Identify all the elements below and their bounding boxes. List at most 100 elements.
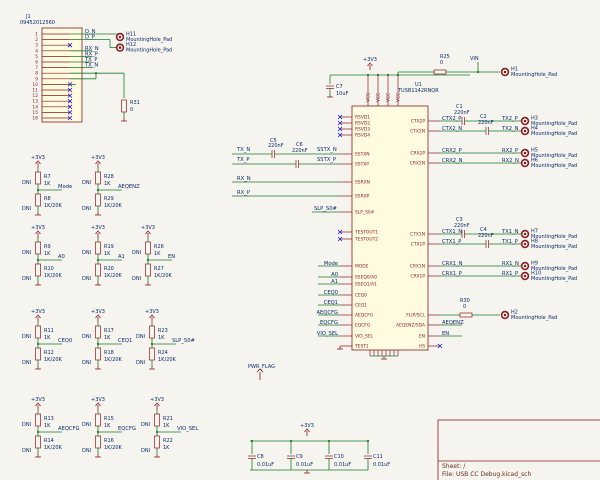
mounting-hole-center [523,129,527,133]
connector-pin-number: 5 [35,54,38,60]
net-label: CEQ0 [324,290,338,296]
ic-pin-name: SSRXP [355,194,370,200]
resistor-ref: R22 [163,438,173,444]
pad-ref: H6 [531,158,538,164]
pad-value: MountingHole_Pad [531,163,577,169]
resistor-body [154,413,160,427]
capacitor-ref: C5 [270,138,277,144]
ic-pin-name: EN [419,334,425,340]
resistor-value: 1K [163,423,170,429]
net-label: D_P [85,35,95,41]
resistor-body [149,347,155,361]
dni-label: DNI [82,180,91,186]
ic-value: TUSB1142RNQR [397,88,439,94]
resistor-value: 0 [440,60,443,66]
connector-pin-number: 9 [35,76,38,82]
ic-pin-name: EQCFG [355,323,371,329]
net-label: CTX2_P [442,116,461,122]
power-symbol [145,230,151,235]
power-label-3v3: +3V3 [150,397,164,403]
net-label: RX_N [85,46,99,52]
power-label-3v3: +3V3 [91,155,105,161]
power-label-3v3: +3V3 [300,423,314,429]
capacitor-ref: C6 [296,142,303,148]
ic-pin-name: VCC [376,93,382,102]
dni-label: DNI [136,334,145,340]
net-label: CTX1_N [442,229,462,235]
power-symbol [367,62,373,67]
power-symbol [35,402,41,407]
ic-pin-name: RSVD2 [355,121,370,127]
net-label: RX_P [85,51,98,57]
resistor-body [433,69,447,75]
net-label: EQCFG [320,320,338,326]
resistor-body [35,325,41,339]
mounting-hole-center [503,313,507,317]
no-connect [337,229,343,235]
resistor-value: 1K [154,251,161,257]
pad-value: MountingHole_Pad [531,276,577,282]
net-label: EQCFG [118,426,136,432]
resistor-value: 0 [130,107,133,113]
pad-value: MountingHole_Pad [531,234,577,240]
connector-pin-number: 10 [32,82,38,88]
ic-pin-name: TEST1 [354,344,369,350]
resistor-ref: R29 [104,196,114,202]
connector-pin-number: 16 [32,116,38,122]
resistor-body [35,435,41,449]
net-label: D_N [85,29,96,35]
resistor-body [145,263,151,277]
resistor-value: 1K [104,251,111,257]
resistor-value: 1K [44,181,51,187]
dni-label: DNI [82,250,91,256]
ic-pin-name: CEQ0 [355,293,367,299]
connector-pin-number: 6 [35,60,38,66]
ic-pin-name: CTX1P [411,242,426,248]
ic-pin-name: VCC [386,93,392,102]
title-file: File: USB CC Debug.kicad_sch [442,471,531,478]
pad-value: MountingHole_Pad [531,121,577,127]
ic-ref: U1 [415,82,422,88]
resistor-body [35,193,41,207]
no-connect [337,126,343,132]
power-symbol [95,230,101,235]
net-label: SSTX_P [317,157,336,163]
power-symbol [154,402,160,407]
power-label-3v3: +3V3 [31,397,45,403]
ic-pin-name: TESTOUT2 [354,237,378,243]
no-connect [337,236,343,242]
ic-pin-name: HS [419,344,425,350]
dni-label: DNI [132,250,141,256]
net-label: AEQCFG [58,426,80,432]
dni-label: DNI [22,206,31,212]
capacitor-ref: C1 [456,104,463,110]
pad-ref: H4 [531,126,538,132]
connector-ref: J1 [25,14,31,20]
power-label-3v3: +3V3 [141,225,155,231]
dni-label: DNI [22,334,31,340]
net-label: TX_P [84,57,97,63]
mounting-hole-center [523,274,527,278]
resistor-ref: R20 [104,266,114,272]
resistor-body [95,241,101,255]
net-label: A1 [118,254,125,260]
capacitor-value: 0.01uF [296,462,313,468]
connector-pin-number: 7 [35,65,38,71]
pwr-flag-symbol [256,368,264,373]
capacitor-value: 220nF [478,233,494,239]
net-label: RX_N [237,176,251,182]
connector-pin-number: 3 [35,43,38,49]
connector-pin-number: 11 [32,88,38,94]
resistor-body [459,312,473,318]
resistor-ref: R16 [104,438,114,444]
resistor-ref: R27 [154,266,164,272]
dni-label: DNI [82,422,91,428]
resistor-value: 1K [104,181,111,187]
no-connect [67,42,73,48]
no-connect [437,343,443,349]
capacitor-value: 220nF [268,143,284,149]
power-symbol [95,402,101,407]
pad-ref: H12 [126,42,136,48]
net-label: CRX1_N [442,261,463,267]
